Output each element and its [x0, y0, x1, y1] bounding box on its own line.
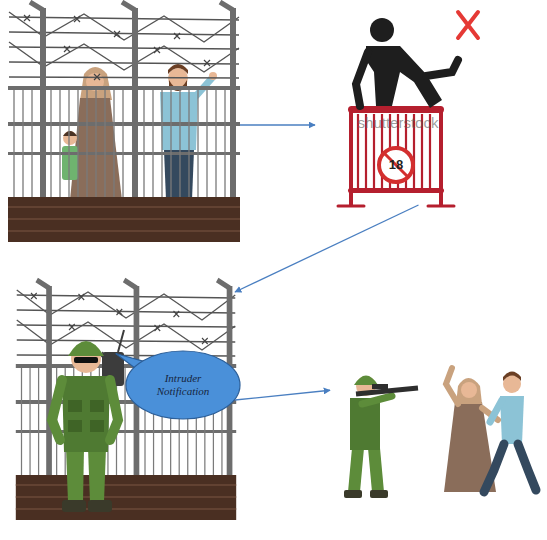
- climb-panel: [315, 5, 545, 205]
- watermark-text: shutterstock: [352, 114, 444, 132]
- speech-bubble: Intruder Notification: [125, 350, 241, 420]
- flow-arrow: [235, 390, 330, 400]
- chase-panel: [330, 370, 540, 505]
- guard-panel: Intruder Notification: [15, 280, 235, 520]
- fence-panel: [5, 5, 240, 245]
- flow-arrow: [235, 205, 419, 292]
- flow-arrow: [240, 124, 315, 125]
- age-number: 18: [378, 156, 414, 174]
- bubble-shape: [126, 351, 240, 419]
- node-text: Intruder Notification: [142, 372, 223, 398]
